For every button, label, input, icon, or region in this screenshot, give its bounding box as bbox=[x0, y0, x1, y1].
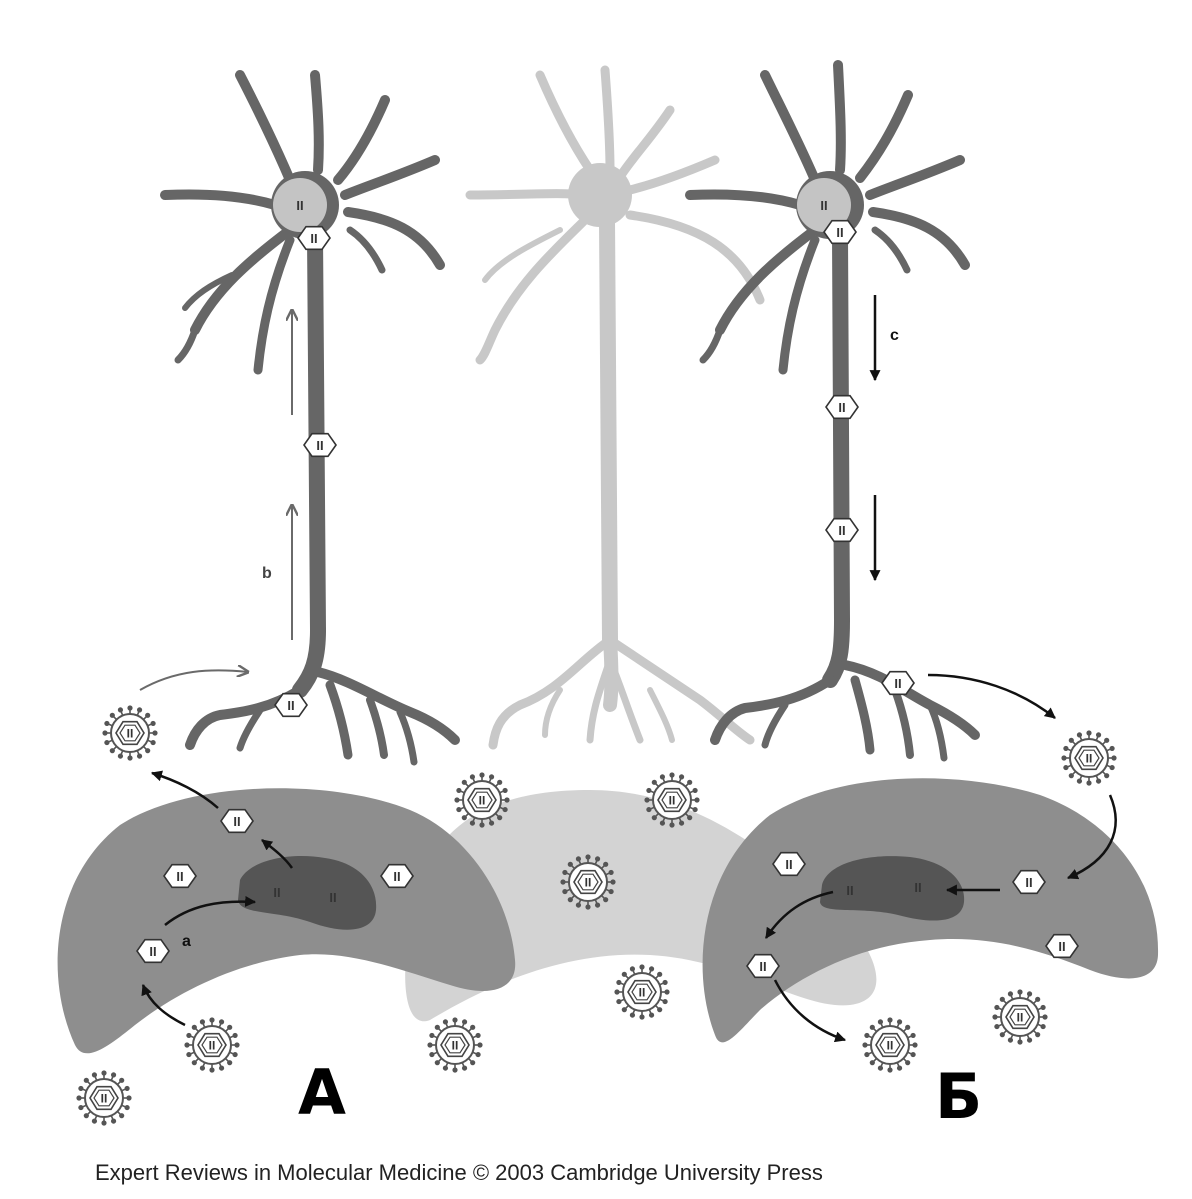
svg-text:II: II bbox=[669, 794, 676, 808]
svg-text:II: II bbox=[887, 1039, 894, 1053]
viral-genome-icon: II bbox=[882, 672, 914, 695]
svg-text:II: II bbox=[1058, 939, 1065, 954]
virion-icon: II bbox=[454, 772, 509, 827]
svg-text:II: II bbox=[759, 959, 766, 974]
svg-text:II: II bbox=[479, 794, 486, 808]
panel-label-b: Б bbox=[935, 1066, 982, 1128]
figure-credit: Expert Reviews in Molecular Medicine © 2… bbox=[95, 1160, 823, 1186]
svg-text:II: II bbox=[127, 727, 134, 741]
virion-icon: II bbox=[1061, 730, 1116, 785]
virion-icon: II bbox=[427, 1017, 482, 1072]
svg-text:II: II bbox=[639, 986, 646, 1000]
virion-icon: II bbox=[614, 964, 669, 1019]
svg-text:II: II bbox=[1017, 1011, 1024, 1025]
svg-text:II: II bbox=[176, 869, 183, 884]
svg-text:II: II bbox=[233, 814, 240, 829]
right-nucleus-genome-label: II bbox=[820, 198, 827, 213]
viral-genome-icon: II bbox=[826, 396, 858, 419]
virion-icon: II bbox=[102, 705, 157, 760]
svg-text:II: II bbox=[836, 225, 843, 240]
viral-genome-icon: II bbox=[221, 810, 253, 833]
viral-genome-icon: II bbox=[298, 227, 330, 250]
viral-genome-icon: II bbox=[381, 865, 413, 888]
svg-text:II: II bbox=[209, 1039, 216, 1053]
right-cell-nucleus-genome-1: II bbox=[846, 883, 853, 898]
virion-icon: II bbox=[184, 1017, 239, 1072]
svg-text:II: II bbox=[1025, 875, 1032, 890]
virion-icon: II bbox=[992, 989, 1047, 1044]
viral-genome-icon: II bbox=[1013, 871, 1045, 894]
svg-text:II: II bbox=[585, 876, 592, 890]
viral-genome-icon: II bbox=[164, 865, 196, 888]
virion-icon: II bbox=[862, 1017, 917, 1072]
svg-text:II: II bbox=[785, 857, 792, 872]
right-cell-nucleus-genome-2: II bbox=[914, 880, 921, 895]
viral-genome-icon: II bbox=[826, 519, 858, 542]
svg-text:II: II bbox=[1086, 752, 1093, 766]
viral-genome-icon: II bbox=[1046, 935, 1078, 958]
panel-label-a: А bbox=[298, 1062, 346, 1124]
arrow-b-label: b bbox=[262, 565, 272, 582]
left-cell-nucleus-genome-1: II bbox=[273, 885, 280, 900]
svg-text:II: II bbox=[838, 400, 845, 415]
viral-genome-icon: II bbox=[824, 221, 856, 244]
left-cell-nucleus-genome-2: II bbox=[329, 890, 336, 905]
svg-text:II: II bbox=[149, 944, 156, 959]
svg-text:II: II bbox=[316, 438, 323, 453]
svg-text:II: II bbox=[838, 523, 845, 538]
arrow-virus-to-left-terminal bbox=[140, 670, 248, 690]
middle-neuron-soma bbox=[568, 163, 632, 227]
svg-text:II: II bbox=[393, 869, 400, 884]
viral-genome-icon: II bbox=[304, 434, 336, 457]
arrow-c-label: c bbox=[890, 327, 899, 344]
left-nucleus-genome-label: II bbox=[296, 198, 303, 213]
virion-icon: II bbox=[644, 772, 699, 827]
svg-text:II: II bbox=[101, 1092, 108, 1106]
virion-icon: II bbox=[560, 854, 615, 909]
virion-icon: II bbox=[76, 1070, 131, 1125]
svg-text:II: II bbox=[894, 676, 901, 691]
arrow-a-label: a bbox=[182, 933, 191, 950]
viral-genome-icon: II bbox=[747, 955, 779, 978]
viral-genome-icon: II bbox=[275, 694, 307, 717]
svg-text:II: II bbox=[310, 231, 317, 246]
svg-text:II: II bbox=[452, 1039, 459, 1053]
svg-text:II: II bbox=[287, 698, 294, 713]
viral-genome-icon: II bbox=[137, 940, 169, 963]
left-cell-body bbox=[58, 788, 516, 1053]
viral-genome-icon: II bbox=[773, 853, 805, 876]
